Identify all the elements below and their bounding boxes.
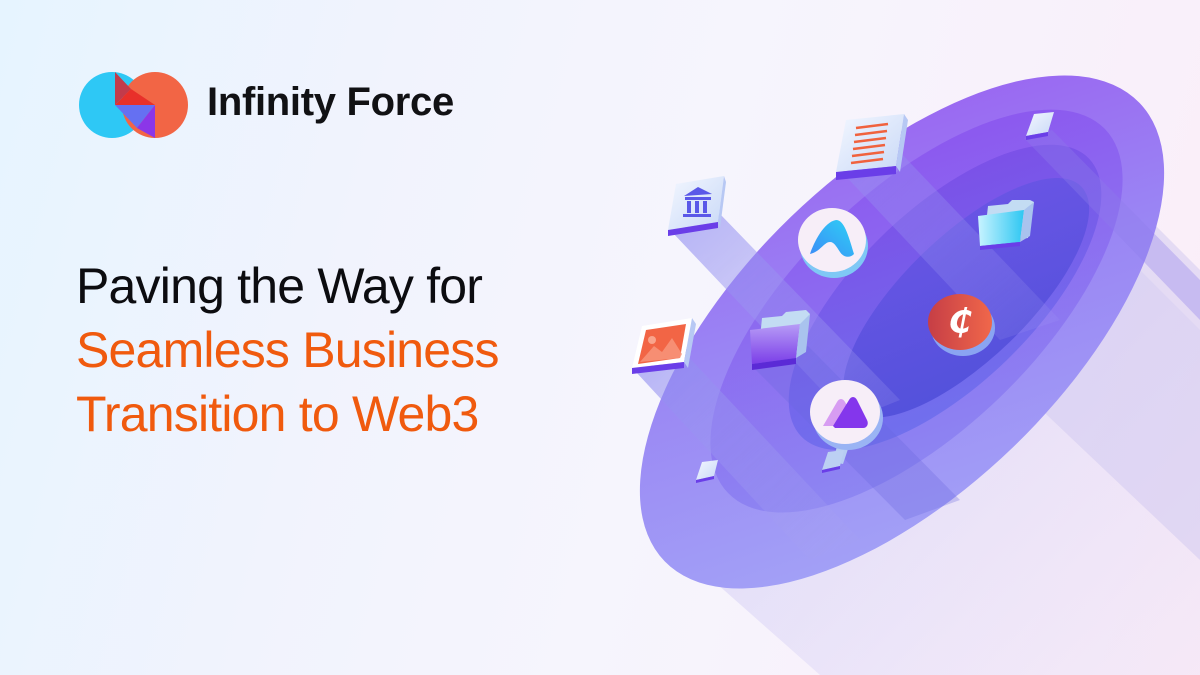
infinity-force-logo-icon xyxy=(79,72,188,138)
headline-line-3: Transition to Web3 xyxy=(76,386,479,442)
brand-name: Infinity Force xyxy=(207,80,454,124)
mountain-logo-icon[interactable] xyxy=(810,380,883,464)
gem-icon xyxy=(696,460,718,483)
gem-icon xyxy=(1026,112,1054,140)
headline-line-1: Paving the Way for xyxy=(76,258,483,314)
document-icon[interactable] xyxy=(836,114,908,180)
app-logo-a-icon[interactable] xyxy=(798,208,868,278)
gem-icon xyxy=(822,450,844,473)
bank-icon[interactable] xyxy=(668,176,726,236)
coin-symbol: ₵ xyxy=(948,302,972,342)
headline-line-2: Seamless Business xyxy=(76,322,500,378)
hero-headline: Paving the Way for Seamless Business Tra… xyxy=(76,254,500,446)
brand-logo[interactable] xyxy=(76,70,188,140)
folder-purple-icon[interactable] xyxy=(750,310,810,370)
crypto-coin-icon[interactable]: ₵ xyxy=(928,294,995,356)
image-icon[interactable] xyxy=(632,318,696,374)
folder-cyan-icon[interactable] xyxy=(978,200,1034,250)
